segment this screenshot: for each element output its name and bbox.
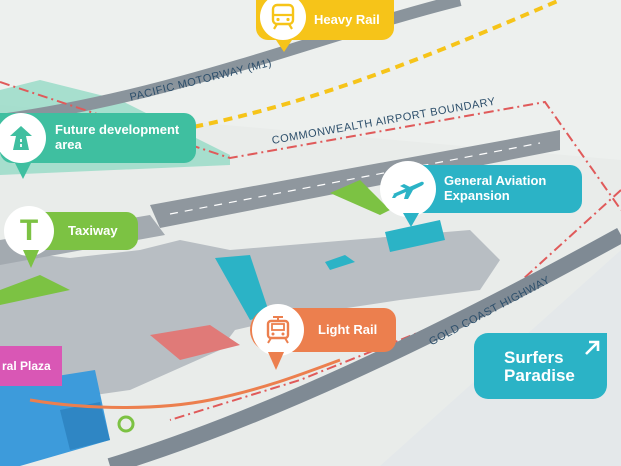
runway-centerline: [169, 142, 541, 215]
train-icon: [271, 3, 295, 30]
light-rail-callout[interactable]: Light Rail: [250, 304, 396, 356]
general-aviation-label: General Aviation Expansion: [444, 173, 547, 204]
future-development-pointer: [15, 163, 31, 179]
future-development-label: Future development area: [55, 122, 180, 153]
heavy-rail-line: [149, 0, 561, 137]
road-icon: [10, 126, 32, 150]
future-development-label-line2: area: [55, 137, 82, 152]
light-rail-label: Light Rail: [318, 321, 378, 337]
taxiway-letter-icon: T: [19, 214, 39, 247]
heavy-rail-label: Heavy Rail: [314, 11, 380, 27]
green-zone-west: [0, 275, 70, 305]
general-aviation-label-line2: Expansion: [444, 188, 510, 203]
aviation-zone-small: [325, 255, 355, 270]
heavy-rail-icon-circle: [260, 0, 306, 40]
building-block-2: [60, 402, 110, 450]
red-zone: [150, 325, 240, 360]
heavy-rail-pointer: [276, 40, 292, 52]
airport-boundary-line-east: [169, 189, 621, 421]
runway: [150, 130, 560, 228]
taxiway-icon-circle: T: [4, 206, 54, 256]
airplane-icon: [392, 181, 424, 199]
surfers-paradise-line2: Paradise: [504, 365, 575, 385]
taxiway-callout[interactable]: T Taxiway: [4, 206, 138, 256]
surfers-paradise-sign[interactable]: Surfers Paradise: [474, 333, 607, 399]
pacific-motorway-road: [0, 0, 462, 126]
general-aviation-icon-circle: [380, 161, 436, 217]
plaza-label: ral Plaza: [0, 346, 62, 386]
general-aviation-callout[interactable]: General Aviation Expansion: [380, 161, 582, 217]
arrow-up-right-icon: [585, 340, 600, 355]
heavy-rail-callout[interactable]: Heavy Rail: [256, 0, 394, 40]
aviation-zone-east: [385, 220, 445, 252]
green-zone-east: [330, 180, 390, 215]
general-aviation-pointer: [403, 213, 419, 227]
gold-coast-highway-road: [107, 227, 621, 466]
taxiway-pointer: [23, 250, 39, 268]
future-development-icon-circle: [0, 113, 46, 163]
light-rail-pointer: [268, 352, 284, 370]
surfers-paradise-line1: Surfers: [504, 348, 564, 367]
general-aviation-label-line1: General Aviation: [444, 173, 547, 189]
light-rail-line: [29, 358, 341, 409]
future-development-label-line1: Future development: [55, 122, 180, 138]
aviation-zone-west: [215, 255, 270, 320]
tram-icon: [266, 316, 290, 344]
taxiway-label: Taxiway: [68, 222, 118, 238]
future-development-callout[interactable]: Future development area: [0, 113, 196, 163]
roundabout: [117, 415, 135, 433]
light-rail-icon-circle: [252, 304, 304, 356]
